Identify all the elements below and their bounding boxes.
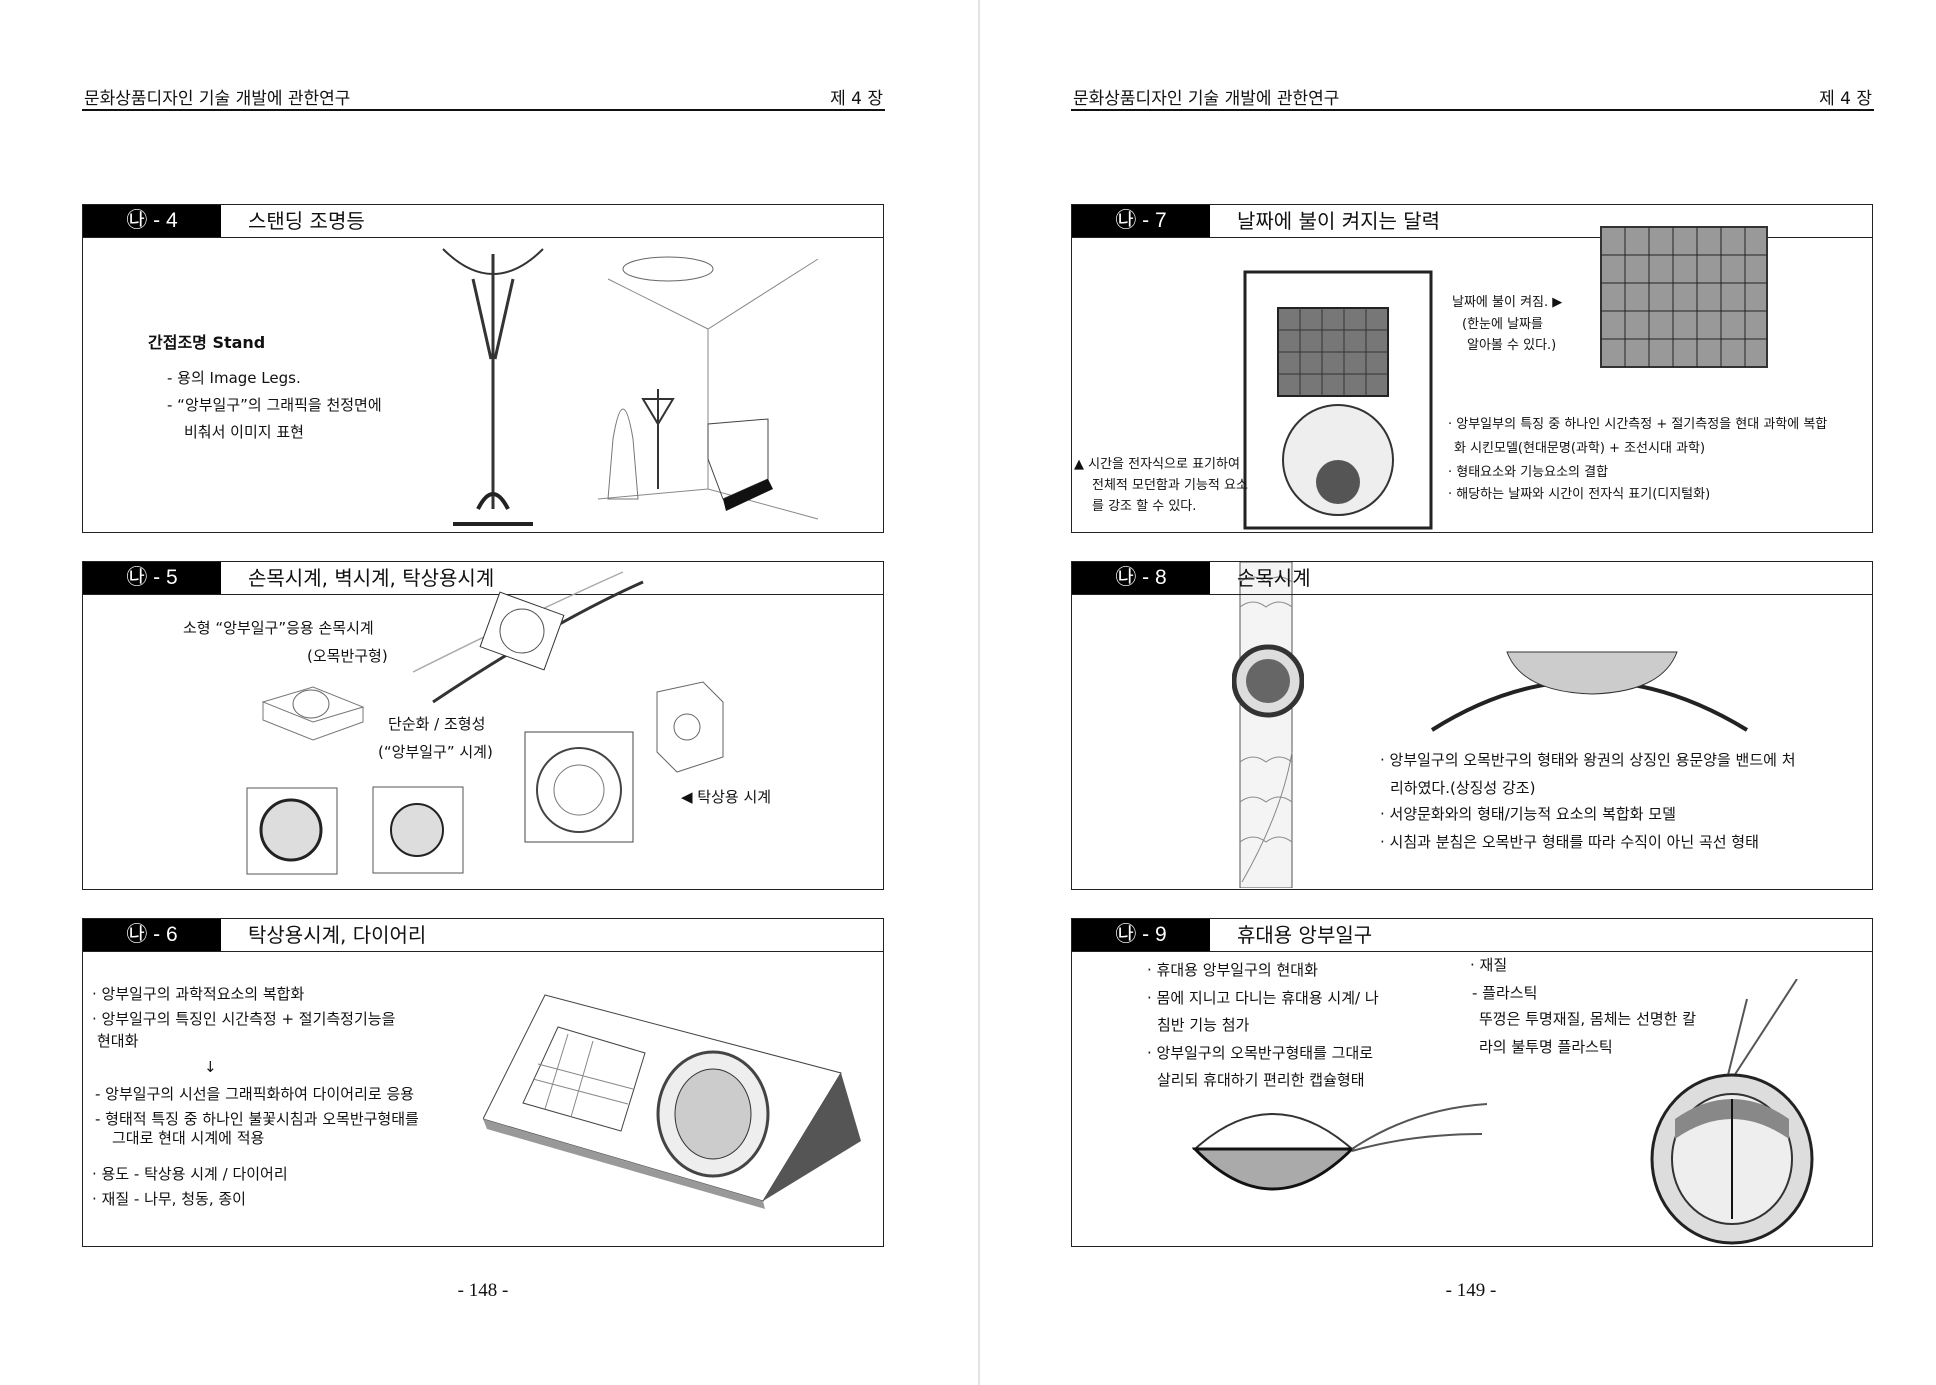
text-line: · 재질 [1470,956,1508,974]
text-line: 살리되 휴대하기 편리한 캡슐형태 [1157,1071,1365,1089]
text-line: - 용의 Image Legs. [167,369,301,387]
panel-standing-lamp: ㉯ - 4 스탠딩 조명등 간접조명 Stand - 용의 Image Legs.… [82,204,884,533]
running-head-chapter: 제 4 장 [1819,89,1872,109]
simple-label: 단순화 / 조형성 [388,715,486,733]
text-line: · 앙부일구의 오목반구형태를 그대로 [1147,1044,1374,1062]
panel-number: ㉯ - 5 [83,562,221,594]
capsule-sundial-sketch [1192,1103,1488,1191]
panel-desk-clock-diary: ㉯ - 6 탁상용시계, 다이어리 · 앙부일구의 과학적요소의 복합화 · 앙부… [82,918,884,1247]
standing-lamp-sketch [442,248,544,526]
panel-clocks: ㉯ - 5 손목시계, 벽시계, 탁상용시계 소형 “앙부일구”응용 손목시계 (… [82,561,884,890]
text-line: 현대화 [97,1032,139,1050]
text-line: · 재질 - 나무, 청동, 종이 [92,1190,246,1208]
panel-title: 휴대용 앙부일구 [1237,923,1373,947]
text-line: · 시침과 분침은 오목반구 형태를 따라 수직이 아닌 곡선 형태 [1380,833,1759,851]
panel-header: ㉯ - 9 휴대용 앙부일구 [1072,919,1872,952]
dragon-band-watch-sketch [1232,562,1304,888]
running-head-chapter: 제 4 장 [830,89,883,109]
panel-title: 손목시계 [1237,566,1311,590]
panel-number: ㉯ - 7 [1072,205,1210,237]
desk-clock-label: ◀ 탁상용 시계 [681,788,772,806]
text-line: 비춰서 이미지 표현 [184,423,304,441]
text-line: 뚜껑은 투명재질, 몸체는 선명한 칼 [1479,1010,1697,1028]
panel-header: ㉯ - 4 스탠딩 조명등 [83,205,883,238]
text-line: 라의 불투명 플라스틱 [1479,1038,1613,1056]
panel-title: 탁상용시계, 다이어리 [248,923,427,947]
page-divider [978,0,980,1385]
arrow-down: ↓ [204,1058,217,1076]
text-line: · 앙부일구의 특징인 시간측정 + 절기측정기능을 [92,1010,396,1028]
note-line: 를 강조 할 수 있다. [1092,499,1197,514]
bullet-line: · 앙부일부의 특징 중 하나인 시간측정 + 절기측정을 현대 과학에 복합 [1448,417,1828,432]
compass-sundial-sketch [1650,979,1814,1245]
panel-portable-sundial: ㉯ - 9 휴대용 앙부일구 · 휴대용 앙부일구의 현대화 · 몸에 지니고 다… [1071,918,1873,1247]
page-number-left: - 148 - [457,1280,509,1301]
running-head-title: 문화상품디자인 기술 개발에 관한연구 [84,89,351,109]
text-line: · 용도 - 탁상용 시계 / 다이어리 [92,1165,288,1183]
text-line: 리하였다.(상징성 강조) [1390,779,1536,797]
running-head-title: 문화상품디자인 기술 개발에 관한연구 [1073,89,1340,109]
bullet-line: 화 시킨모델(현대문명(과학) + 조선시대 과학) [1454,441,1706,456]
callout-line: (한눈에 날짜를 [1462,317,1543,332]
text-line: · 서양문화와의 형태/기능적 요소의 복합화 모델 [1380,805,1676,823]
panel-header: ㉯ - 8 손목시계 [1072,562,1872,595]
text-line: 그대로 현대 시계에 적용 [112,1129,265,1147]
text-line: 침반 기능 첨가 [1157,1016,1250,1034]
text-line: · 휴대용 앙부일구의 현대화 [1147,961,1318,979]
heading: 간접조명 Stand [148,333,266,352]
text-line: - 앙부일구의 시선을 그래픽화하여 다이어리로 응용 [95,1085,415,1103]
wristwatch-label: 소형 “앙부일구”응용 손목시계 [183,619,374,637]
calendar-grid-sketch [1600,226,1768,368]
callout-line: 날짜에 불이 켜짐. ▶ [1452,295,1563,310]
page-number-right: - 149 - [1445,1280,1497,1301]
room-interior-sketch [598,256,819,520]
panel-wristwatch: ㉯ - 8 손목시계 · 앙부일구의 오목반구의 형태와 왕권의 상징인 용문양을… [1071,561,1873,890]
desk-clock-diary-sketch [483,994,861,1209]
running-head-right: 문화상품디자인 기술 개발에 관한연구 제 4 장 [1071,84,1874,111]
panel-header: ㉯ - 6 탁상용시계, 다이어리 [83,919,883,952]
panel-title: 손목시계, 벽시계, 탁상용시계 [248,566,495,590]
panel-lit-calendar: ㉯ - 7 날짜에 불이 켜지는 달력 날짜에 불이 켜짐. ▶ (한눈에 날짜를… [1071,204,1873,533]
text-line: · 앙부일구의 오목반구의 형태와 왕권의 상징인 용문양을 밴드에 처 [1380,751,1796,769]
text-line: · 앙부일구의 과학적요소의 복합화 [92,985,305,1003]
bullet-line: · 형태요소와 기능요소의 결합 [1448,465,1609,480]
panel-number: ㉯ - 9 [1072,919,1210,951]
text-line: - 형태적 특징 중 하나인 불꽃시침과 오목반구형태를 [95,1110,419,1128]
note-line: ▲ 시간을 전자식으로 표기하여 [1074,457,1240,472]
watch-side-view-sketch [1430,651,1749,732]
panel-title: 스탠딩 조명등 [248,209,365,233]
panel-number: ㉯ - 6 [83,919,221,951]
note-line: 전체적 모던함과 기능적 요소 [1092,478,1248,493]
calendar-clock-sketch [1243,270,1433,530]
simple-sublabel: (“앙부일구” 시계) [378,743,493,761]
bullet-line: · 해당하는 날짜와 시간이 전자식 표기(디지털화) [1448,487,1711,502]
callout-line: 알아볼 수 있다.) [1467,338,1557,353]
panel-header: ㉯ - 7 날짜에 불이 켜지는 달력 [1072,205,1872,238]
text-line: · 몸에 지니고 다니는 휴대용 시계/ 나 [1147,989,1379,1007]
running-head-left: 문화상품디자인 기술 개발에 관한연구 제 4 장 [82,84,885,111]
panel-title: 날짜에 불이 켜지는 달력 [1237,209,1441,233]
text-line: - “앙부일구”의 그래픽을 천정면에 [167,396,382,414]
panel-number: ㉯ - 8 [1072,562,1210,594]
panel-header: ㉯ - 5 손목시계, 벽시계, 탁상용시계 [83,562,883,595]
panel-number: ㉯ - 4 [83,205,221,237]
wristwatch-sublabel: (오목반구형) [307,647,388,665]
clock-sketches [246,571,724,875]
text-line: - 플라스틱 [1472,984,1538,1002]
